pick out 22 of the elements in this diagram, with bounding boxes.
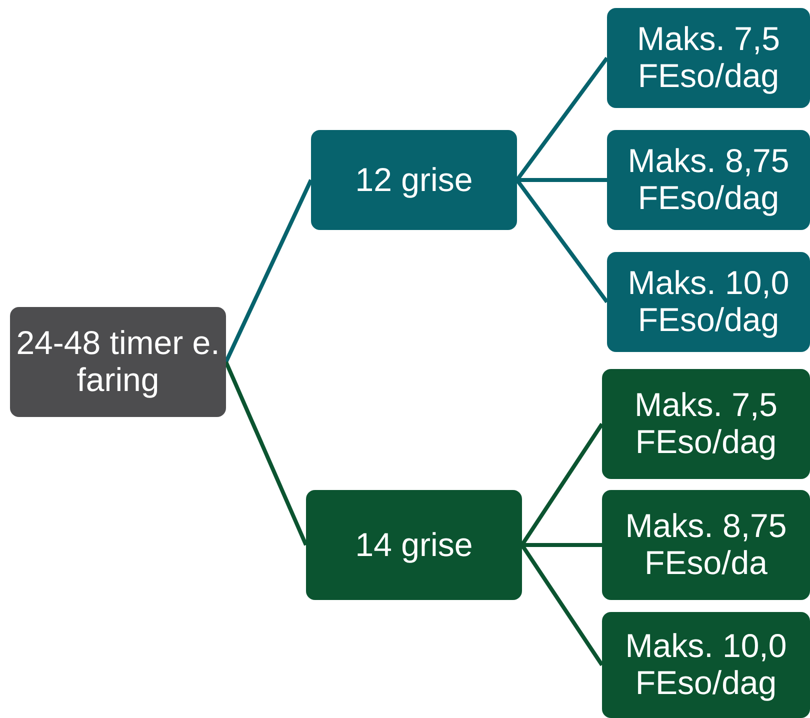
process-box	[311, 130, 517, 230]
box-label: 14 grise	[355, 526, 473, 564]
process-box	[607, 130, 810, 230]
box-label: Maks. 7,5 FEso/dag	[636, 21, 782, 95]
process-box	[607, 252, 810, 352]
process-box	[306, 490, 522, 600]
box-label: Maks. 10,0 FEso/dag	[626, 265, 790, 339]
box-label: 24-48 timer e. faring	[15, 325, 221, 399]
connector-line	[224, 179, 313, 363]
process-box	[602, 369, 810, 479]
process-box	[10, 307, 226, 417]
box-label: Maks. 10,0 FEso/dag	[624, 628, 788, 702]
process-box	[602, 490, 810, 600]
connector-line	[522, 543, 602, 547]
process-box	[602, 612, 810, 718]
connector-line	[517, 178, 607, 182]
box-label: Maks. 8,75 FEso/da	[624, 508, 788, 582]
connector-line	[224, 361, 308, 546]
box-label: 12 grise	[355, 162, 473, 198]
box-label: Maks. 8,75 FEso/dag	[626, 143, 790, 217]
box-label: Maks. 7,5 FEso/dag	[633, 387, 779, 461]
process-box	[607, 8, 810, 108]
